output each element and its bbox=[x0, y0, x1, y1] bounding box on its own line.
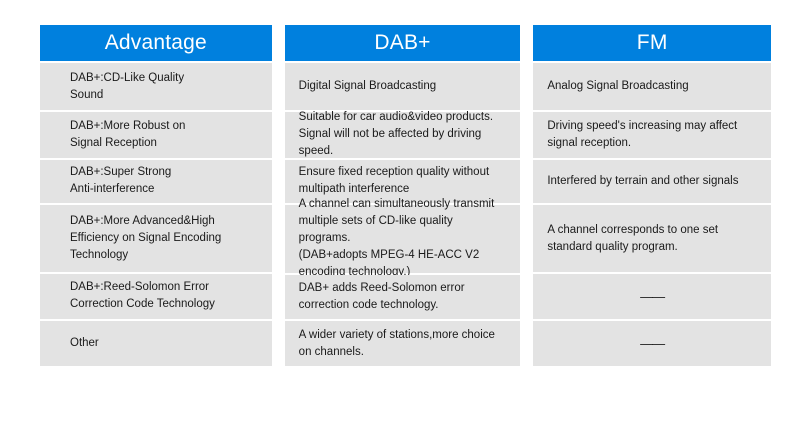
cell-dab-5-text: DAB+ adds Reed-Solomon error correction … bbox=[298, 281, 465, 311]
column-header-dab: DAB+ bbox=[284, 25, 521, 61]
column-header-advantage: Advantage bbox=[40, 25, 272, 61]
cell-fm-5-text: —— bbox=[640, 288, 665, 304]
cell-fm-3-text: Interfered by terrain and other signals bbox=[547, 174, 739, 187]
cell-dab-1-text: Digital Signal Broadcasting bbox=[298, 79, 437, 92]
cell-advantage-1: DAB+:CD-Like Quality Sound bbox=[40, 63, 272, 111]
cell-advantage-5-text: DAB+:Reed-Solomon Error Correction Code … bbox=[70, 281, 215, 311]
cell-dab-6-text: A wider variety of stations,more choice … bbox=[298, 328, 495, 358]
column-dab: DAB+ Digital Signal Broadcasting Suitabl… bbox=[284, 25, 521, 366]
comparison-table: Advantage DAB+:CD-Like Quality Sound DAB… bbox=[40, 25, 771, 366]
cell-dab-2: Suitable for car audio&video products. S… bbox=[284, 111, 521, 158]
cell-advantage-6-text: Other bbox=[70, 336, 99, 349]
cell-fm-6: —— bbox=[533, 320, 771, 366]
cell-dab-3: Ensure fixed reception quality without m… bbox=[284, 159, 521, 203]
cell-advantage-6: Other bbox=[40, 320, 272, 366]
cell-dab-5: DAB+ adds Reed-Solomon error correction … bbox=[284, 274, 521, 319]
column-fm: FM Analog Signal Broadcasting Driving sp… bbox=[533, 25, 771, 366]
cell-fm-3: Interfered by terrain and other signals bbox=[533, 159, 771, 204]
cell-fm-1-text: Analog Signal Broadcasting bbox=[547, 80, 689, 93]
cell-fm-6-text: —— bbox=[640, 335, 665, 351]
cell-dab-6: A wider variety of stations,more choice … bbox=[284, 321, 521, 366]
cell-dab-3-text: Ensure fixed reception quality without m… bbox=[298, 166, 490, 196]
cell-advantage-5: DAB+:Reed-Solomon Error Correction Code … bbox=[40, 274, 272, 319]
cell-fm-2: Driving speed's increasing may affect si… bbox=[533, 112, 771, 158]
column-header-fm: FM bbox=[533, 25, 771, 61]
cell-fm-1: Analog Signal Broadcasting bbox=[533, 63, 771, 111]
cell-dab-4: A channel can simultaneously transmit mu… bbox=[284, 198, 521, 278]
cell-advantage-1-text: DAB+:CD-Like Quality Sound bbox=[70, 71, 185, 101]
cell-advantage-3: DAB+:Super Strong Anti-interference bbox=[40, 159, 272, 204]
cell-dab-2-text: Suitable for car audio&video products. S… bbox=[298, 111, 494, 158]
cell-fm-4: A channel corresponds to one set standar… bbox=[533, 205, 771, 273]
cell-fm-5: —— bbox=[533, 274, 771, 319]
cell-dab-4-text: A channel can simultaneously transmit mu… bbox=[298, 198, 495, 279]
cell-fm-4-text: A channel corresponds to one set standar… bbox=[547, 223, 719, 253]
cell-advantage-3-text: DAB+:Super Strong Anti-interference bbox=[70, 166, 172, 196]
cell-advantage-2-text: DAB+:More Robust on Signal Reception bbox=[70, 120, 186, 150]
cell-advantage-4-text: DAB+:More Advanced&High Efficiency on Si… bbox=[70, 215, 222, 262]
cell-fm-2-text: Driving speed's increasing may affect si… bbox=[547, 120, 738, 150]
cell-dab-1: Digital Signal Broadcasting bbox=[284, 63, 521, 110]
cell-advantage-4: DAB+:More Advanced&High Efficiency on Si… bbox=[40, 205, 272, 273]
cell-advantage-2: DAB+:More Robust on Signal Reception bbox=[40, 112, 272, 158]
column-advantage: Advantage DAB+:CD-Like Quality Sound DAB… bbox=[40, 25, 272, 366]
